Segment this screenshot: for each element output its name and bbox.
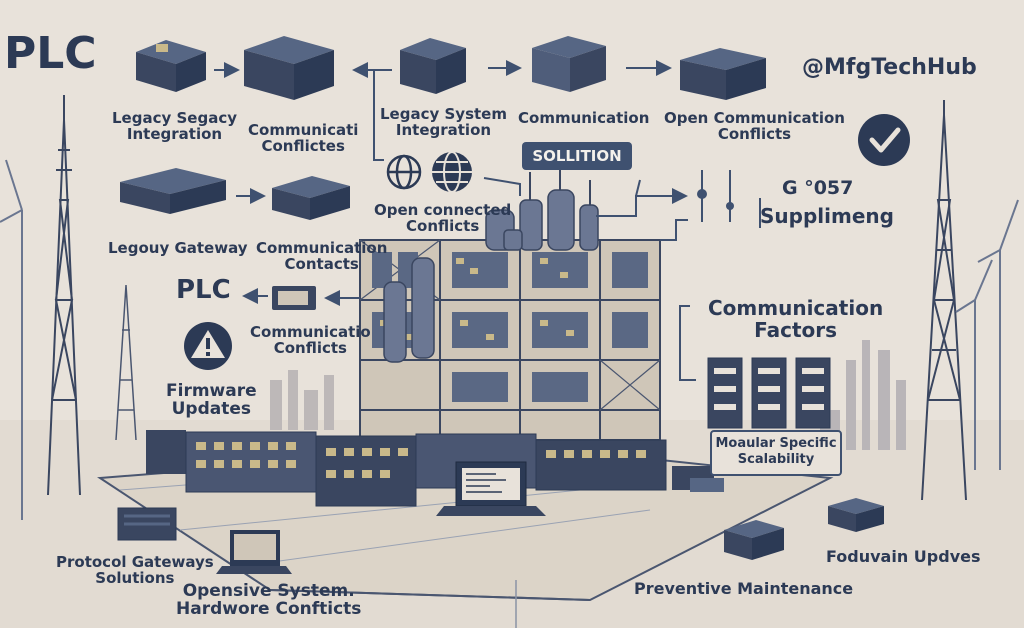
check-circle-icon bbox=[858, 114, 910, 166]
plc-device bbox=[272, 176, 350, 220]
wind-turbine-icon bbox=[955, 199, 1019, 470]
lattice-tower-icon bbox=[47, 95, 81, 496]
globe-icon bbox=[386, 154, 422, 190]
plc-device-screen bbox=[278, 291, 308, 305]
plc-device bbox=[244, 36, 334, 100]
page-title: PLC bbox=[4, 28, 97, 79]
plc-device bbox=[400, 38, 466, 94]
modular-scalability-badge: Moaular Specific Scalability bbox=[710, 430, 842, 476]
label-foduvain-updves: Foduvain Updves bbox=[826, 547, 981, 566]
laptop-icon bbox=[216, 530, 292, 574]
device-module bbox=[690, 478, 724, 492]
server-icon bbox=[707, 357, 831, 429]
warning-triangle-icon bbox=[184, 322, 232, 370]
plc-device bbox=[532, 36, 606, 92]
label-communication: Communication bbox=[518, 109, 650, 127]
label-supplimeng: Supplimeng bbox=[760, 204, 894, 228]
plc-device bbox=[680, 48, 766, 100]
label-preventive-maintenance: Preventive Maintenance bbox=[634, 579, 854, 598]
plc-device bbox=[828, 498, 884, 532]
author-handle: @MfgTechHub bbox=[802, 55, 977, 80]
plc-device bbox=[117, 507, 177, 541]
background-refinery bbox=[270, 370, 334, 430]
solution-badge: SOLLITION bbox=[522, 142, 632, 170]
plc-device bbox=[136, 40, 206, 92]
label-opensive-system-hardware: Opensive System.Hardwore Confticts bbox=[176, 581, 362, 620]
wind-turbine-icon bbox=[0, 159, 23, 520]
laptop-icon bbox=[436, 461, 546, 516]
globe-icon bbox=[432, 151, 472, 193]
lattice-tower-icon bbox=[921, 100, 967, 501]
label-g-code: G °057 bbox=[782, 177, 854, 199]
plc-device bbox=[724, 520, 784, 560]
lattice-tower-icon bbox=[115, 284, 137, 441]
label-plc-mid: PLC bbox=[176, 275, 231, 305]
label-legouy-gateway: Legouy Gateway bbox=[108, 239, 248, 257]
refinery-structure bbox=[359, 160, 661, 441]
plc-device bbox=[120, 168, 226, 214]
